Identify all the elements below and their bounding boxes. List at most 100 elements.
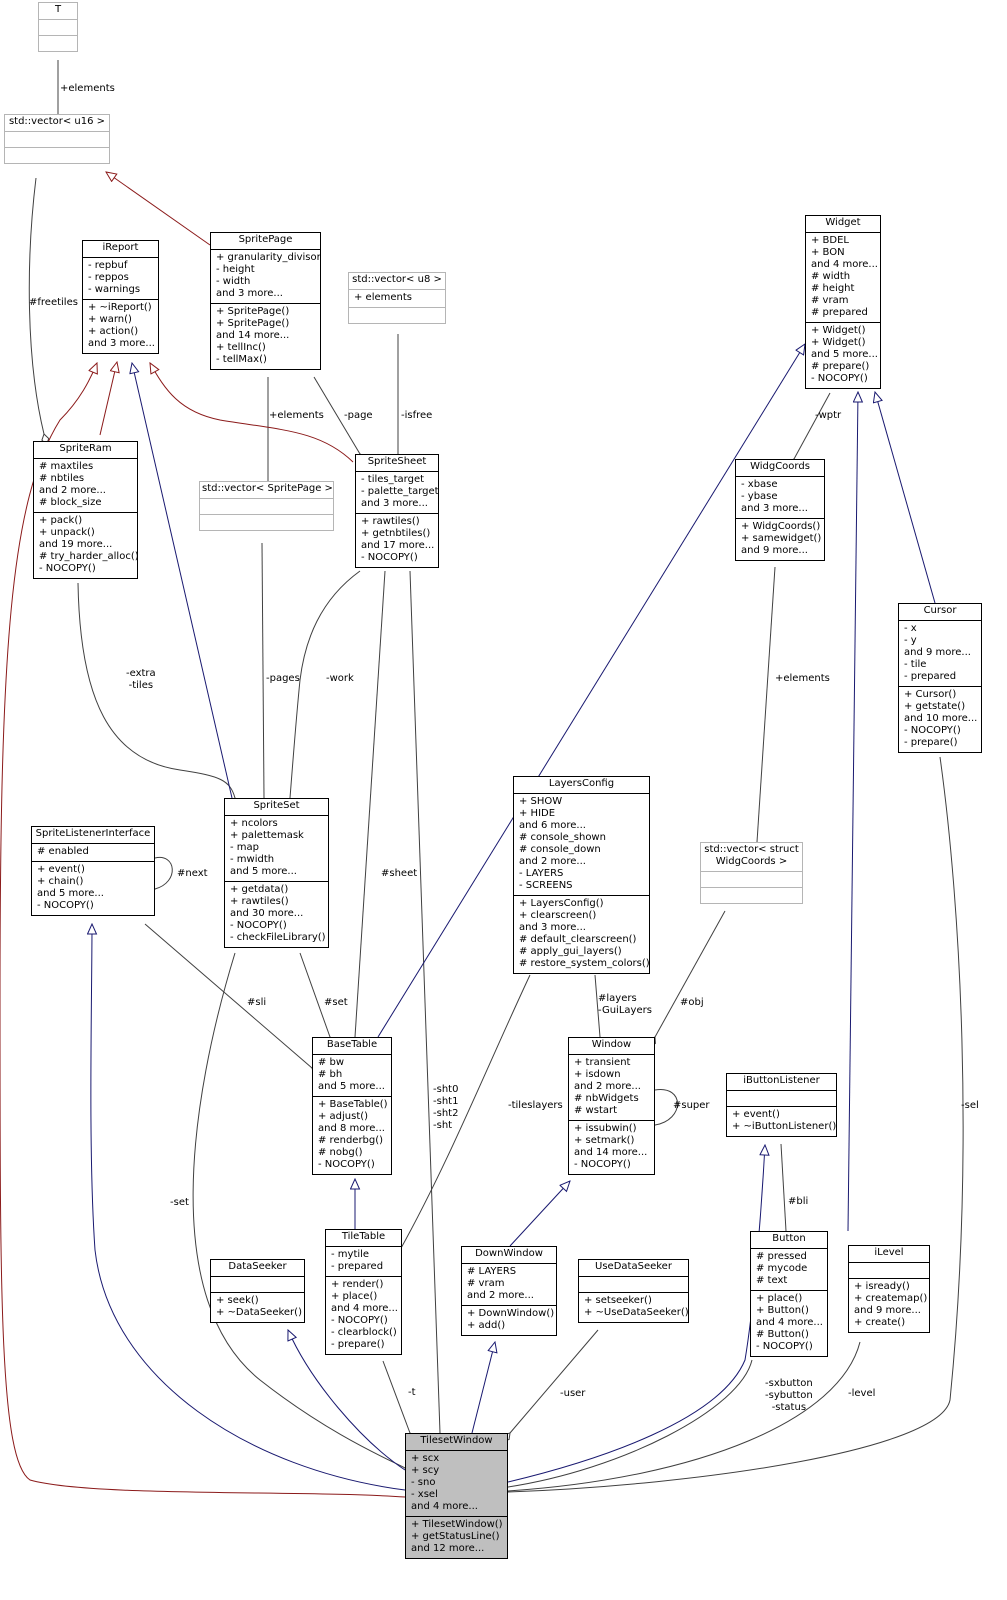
attribute: # maxtiles: [39, 461, 94, 472]
attribute: - warnings: [88, 284, 141, 295]
class-vector-SpritePage[interactable]: std::vector< SpritePage >: [199, 481, 334, 531]
method: + adjust(): [318, 1111, 369, 1122]
class-UseDataSeeker[interactable]: UseDataSeeker + setseeker()+ ~UseDataSeek…: [578, 1259, 689, 1323]
class-title: WidgCoords: [750, 461, 810, 472]
attribute: - sno: [411, 1477, 436, 1488]
edge-wptr: [787, 392, 831, 470]
methods-section: + TilesetWindow()+ getStatusLine()and 12…: [406, 1516, 507, 1558]
attribute: and 4 more...: [411, 1501, 478, 1512]
class-title: iReport: [102, 242, 139, 253]
methods-section: + pack()+ unpack()and 19 more...# try_ha…: [34, 512, 139, 578]
edge-super: [643, 1089, 678, 1130]
edge-bli: [780, 1143, 791, 1243]
method: + WidgCoords(): [741, 521, 821, 532]
method: + rawtiles(): [230, 896, 289, 907]
edge-inherit-button-widget: [847, 392, 858, 1232]
method: + LayersConfig(): [519, 898, 604, 909]
methods-section: + getdata()+ rawtiles()and 30 more...- N…: [225, 881, 328, 947]
attributes-section: [727, 1090, 836, 1106]
class-title: UseDataSeeker: [595, 1261, 672, 1272]
method: + getdata(): [230, 884, 289, 895]
class-title: TileTable: [341, 1231, 386, 1242]
method: # Button(): [756, 1329, 809, 1340]
attributes-section: [849, 1262, 929, 1278]
attribute: and 2 more...: [574, 1081, 641, 1092]
class-title: T: [54, 4, 62, 15]
edge-next: [143, 857, 173, 895]
method: and 4 more...: [756, 1317, 823, 1328]
attribute: # mycode: [756, 1263, 808, 1274]
edge-sht: [409, 570, 445, 1445]
class-title: Button: [772, 1233, 806, 1244]
edge-work: [285, 570, 361, 810]
edge-inherit-spritepage-vec: [106, 172, 211, 246]
class-title: iButtonListener: [743, 1075, 820, 1086]
attribute: # prepared: [811, 307, 868, 318]
class-SpritePage[interactable]: SpritePage+ granularity_divisor- height-…: [210, 232, 321, 370]
method: + isready(): [854, 1281, 910, 1292]
class-vector-u8[interactable]: std::vector< u8 >+ elements: [348, 272, 446, 324]
class-SpriteSheet[interactable]: SpriteSheet- tiles_target- palette_targe…: [355, 454, 439, 568]
class-iButtonListener[interactable]: iButtonListener+ event()+ ~iButtonListen…: [726, 1073, 837, 1137]
label-obj: #obj: [680, 997, 704, 1008]
attribute: # pressed: [756, 1251, 807, 1262]
methods-section: + rawtiles()+ getnbtiles()and 17 more...…: [356, 513, 438, 567]
class-title: std::vector< struct WidgCoords >: [704, 844, 799, 867]
edge-inherit-tileset-ibuttonlistener: [507, 1145, 765, 1483]
methods-section: + setseeker()+ ~UseDataSeeker(): [579, 1292, 689, 1322]
method: + event(): [37, 864, 85, 875]
attributes-section: [5, 131, 109, 147]
class-SpriteSet[interactable]: SpriteSet+ ncolors+ palettemask- map- mw…: [224, 798, 329, 948]
class-SpriteListenerInterface[interactable]: SpriteListenerInterface# enabled+ event(…: [31, 826, 155, 916]
edge-obj: [648, 910, 726, 1048]
attribute: and 9 more...: [904, 647, 971, 658]
edge-inherit-spritesheet-ireport: [150, 363, 354, 463]
class-iReport[interactable]: iReport- repbuf- reppos- warnings+ ~iRep…: [82, 240, 159, 354]
class-TileTable[interactable]: TileTable- mytile- prepared+ render()+ p…: [325, 1229, 402, 1355]
method: + ~iReport(): [88, 302, 152, 313]
class-T[interactable]: T: [38, 2, 78, 52]
edge-freetiles: [28, 177, 50, 446]
class-Button[interactable]: Button# pressed# mycode# text+ place()+ …: [750, 1231, 828, 1357]
class-vector-WidgCoords[interactable]: std::vector< struct WidgCoords >: [700, 842, 803, 904]
attribute: # vram: [811, 295, 849, 306]
class-iLevel[interactable]: iLevel+ isready()+ createmap()and 9 more…: [848, 1245, 930, 1333]
method: + unpack(): [39, 527, 95, 538]
class-vector-u16[interactable]: std::vector< u16 >: [4, 114, 110, 164]
method: and 10 more...: [904, 713, 978, 724]
class-title: SpritePage: [238, 234, 293, 245]
attribute: # width: [811, 271, 851, 282]
label-level: -level: [848, 1388, 876, 1399]
methods-section: + render()+ place()and 4 more...- NOCOPY…: [326, 1276, 401, 1354]
edge-user: [502, 1329, 599, 1443]
attributes-section: + elements: [349, 289, 445, 307]
attribute: - map: [230, 842, 260, 853]
class-title: Widget: [825, 217, 861, 228]
methods-section: + isready()+ createmap()and 9 more...+ c…: [849, 1278, 929, 1332]
method: + rawtiles(): [361, 516, 420, 527]
attribute: - width: [216, 276, 251, 287]
edge-buttons: [496, 1359, 753, 1492]
edge-set-bt: [299, 952, 336, 1049]
attribute: and 4 more...: [811, 259, 878, 270]
edge-inherit-spriteset-ireport: [132, 363, 233, 799]
attribute: and 3 more...: [741, 503, 808, 514]
edge-t: [382, 1360, 416, 1445]
methods-section: + ~iReport()+ warn()+ action()and 3 more…: [83, 299, 158, 353]
class-DataSeeker[interactable]: DataSeeker+ seek()+ ~DataSeeker(): [210, 1259, 305, 1323]
method: and 19 more...: [39, 539, 113, 550]
attribute: - mytile: [331, 1249, 370, 1260]
label-freetiles: #freetiles: [29, 297, 78, 308]
method: + ~UseDataSeeker(): [584, 1307, 689, 1318]
